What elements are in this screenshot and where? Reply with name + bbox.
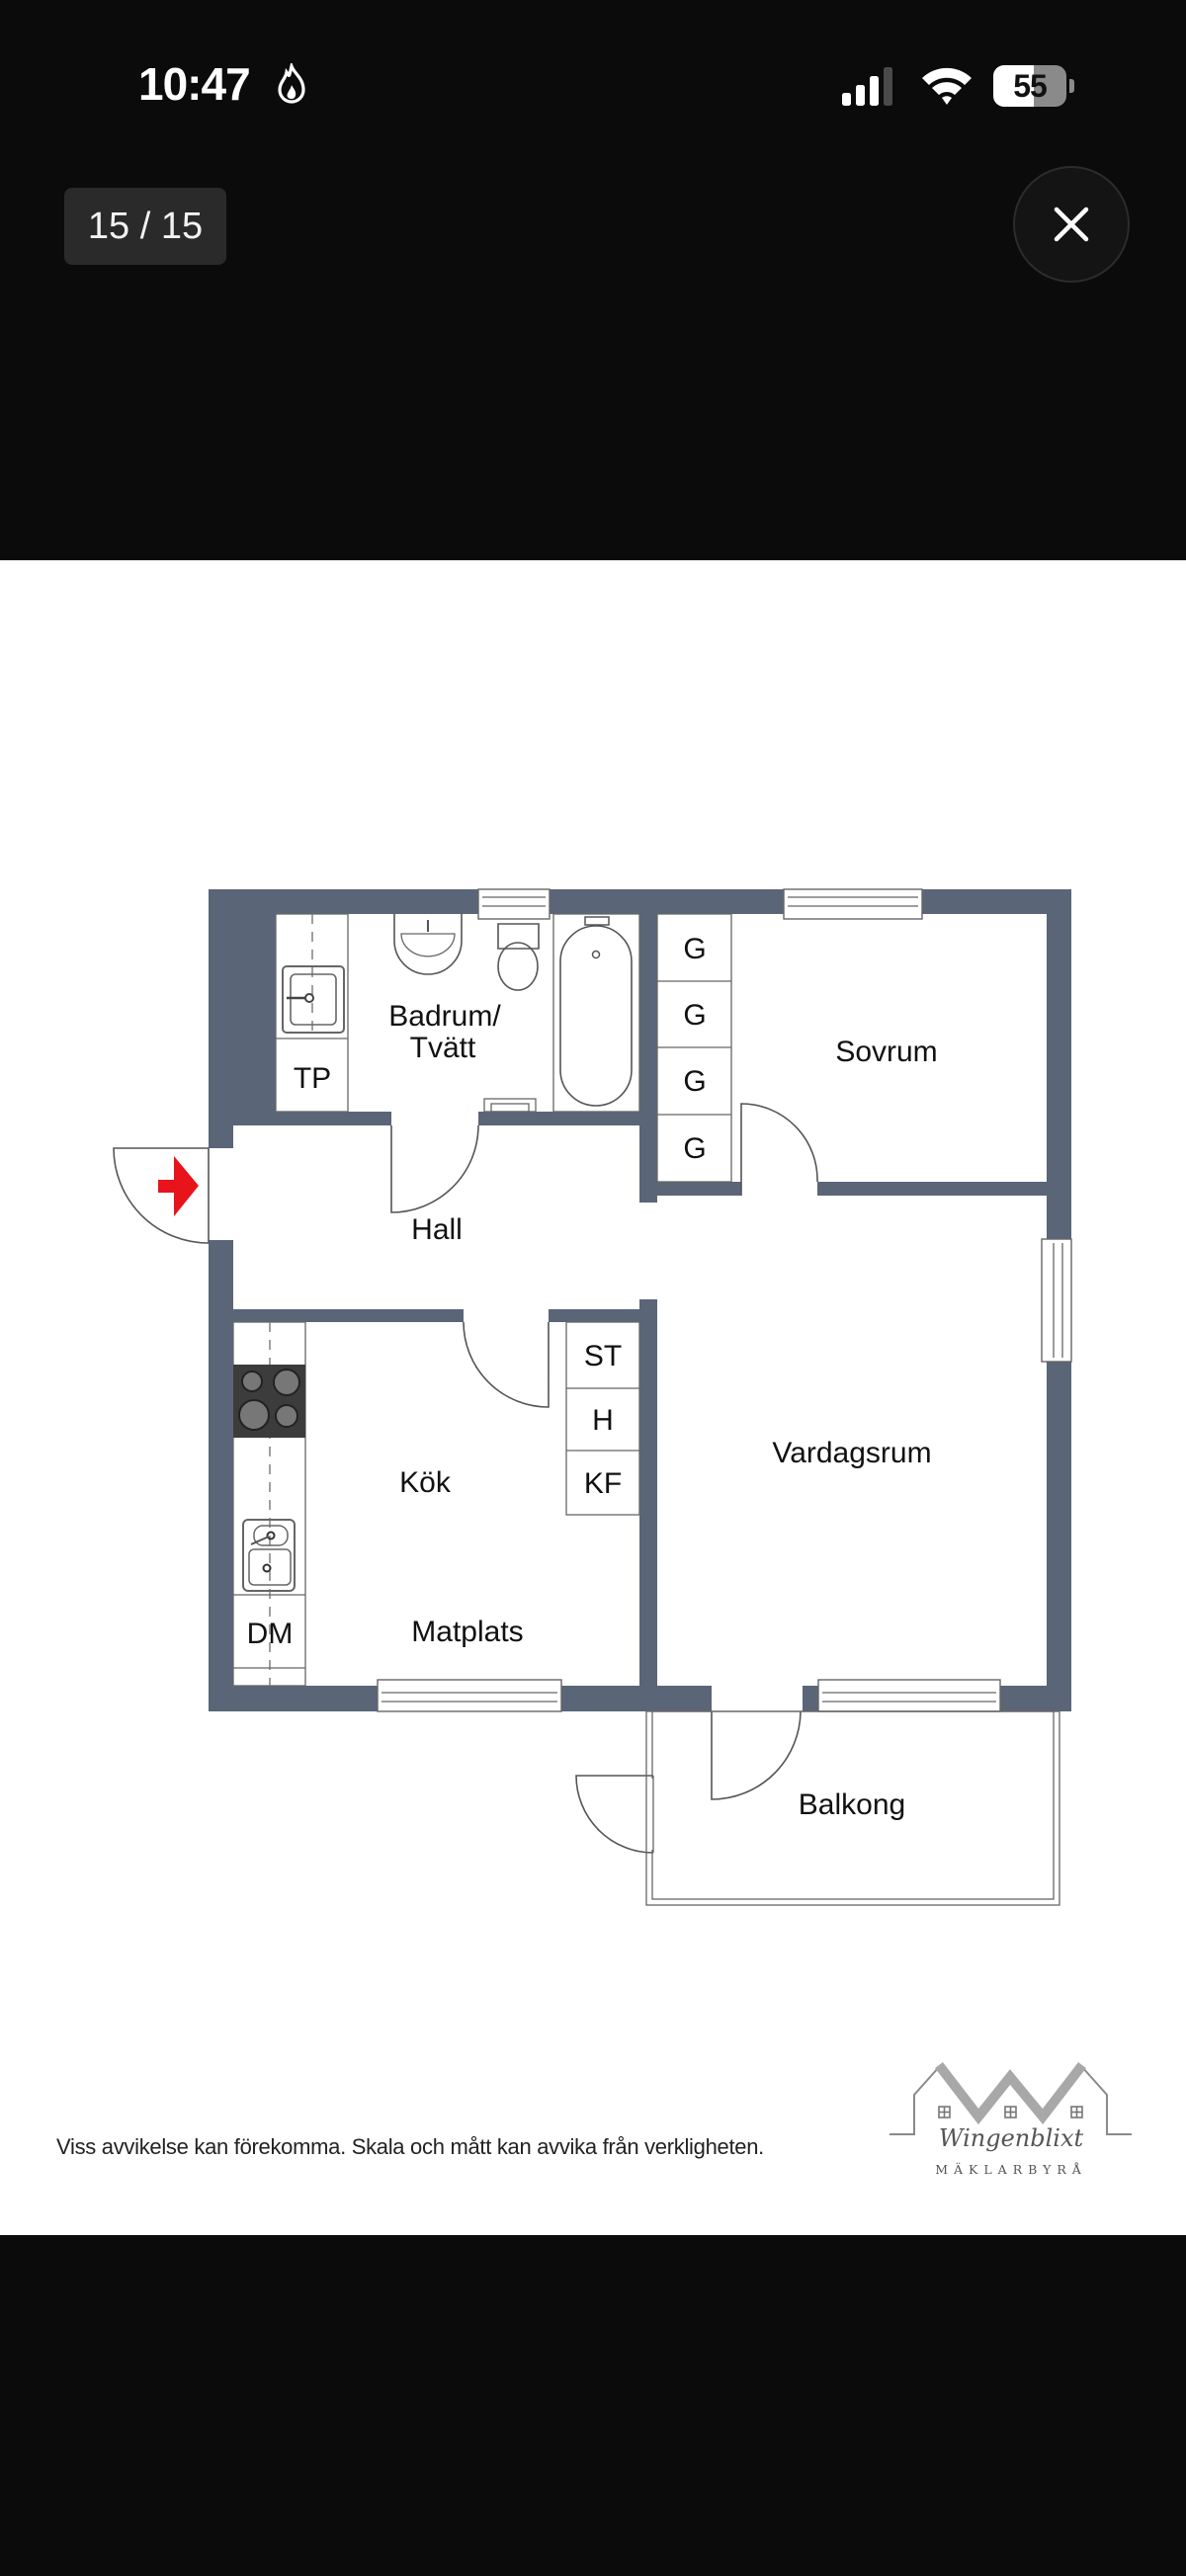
room-label-vardagsrum: Vardagsrum — [772, 1437, 931, 1469]
battery-indicator: 55 — [993, 65, 1074, 107]
closet-label: G — [683, 933, 706, 965]
status-time: 10:47 — [138, 58, 251, 110]
flame-icon — [278, 63, 305, 104]
close-button[interactable] — [1013, 166, 1130, 283]
label-dm: DM — [247, 1618, 294, 1650]
label-h: H — [592, 1404, 614, 1437]
cellular-signal-icon — [842, 67, 892, 106]
floorplan-image[interactable]: .w { fill:#5a6577; } .ln { stroke:#555; … — [0, 560, 1186, 2235]
brokerage-logo: Wingenblixt MÄKLARBYRÅ — [890, 2061, 1132, 2177]
closet-label: G — [683, 1065, 706, 1098]
room-label-matplats: Matplats — [411, 1616, 523, 1648]
closet-label: G — [683, 1132, 706, 1165]
floorplan-drawing: .w { fill:#5a6577; } .ln { stroke:#555; … — [113, 888, 1072, 1906]
room-label-kok: Kök — [399, 1466, 452, 1499]
battery-level: 55 — [1013, 68, 1048, 104]
image-counter: 15 / 15 — [64, 188, 226, 265]
room-label-tvatt: Tvätt — [410, 1032, 476, 1064]
logo-subtitle: MÄKLARBYRÅ — [935, 2161, 1087, 2177]
room-label-hall: Hall — [411, 1213, 463, 1246]
wifi-icon — [922, 67, 972, 105]
closet-label: G — [683, 999, 706, 1032]
label-kf: KF — [584, 1467, 622, 1500]
disclaimer-text: Viss avvikelse kan förekomma. Skala och … — [56, 2134, 764, 2159]
room-label-balkong: Balkong — [799, 1788, 905, 1821]
close-icon — [1054, 207, 1089, 242]
label-st: ST — [584, 1340, 622, 1372]
room-label-badrum: Badrum/ — [388, 1000, 501, 1033]
entrance-arrow-icon — [158, 1156, 199, 1216]
logo-script: Wingenblixt — [939, 2124, 1084, 2152]
label-tp: TP — [294, 1062, 331, 1095]
room-label-sovrum: Sovrum — [835, 1036, 937, 1068]
status-bar: 10:47 55 — [0, 0, 1186, 178]
